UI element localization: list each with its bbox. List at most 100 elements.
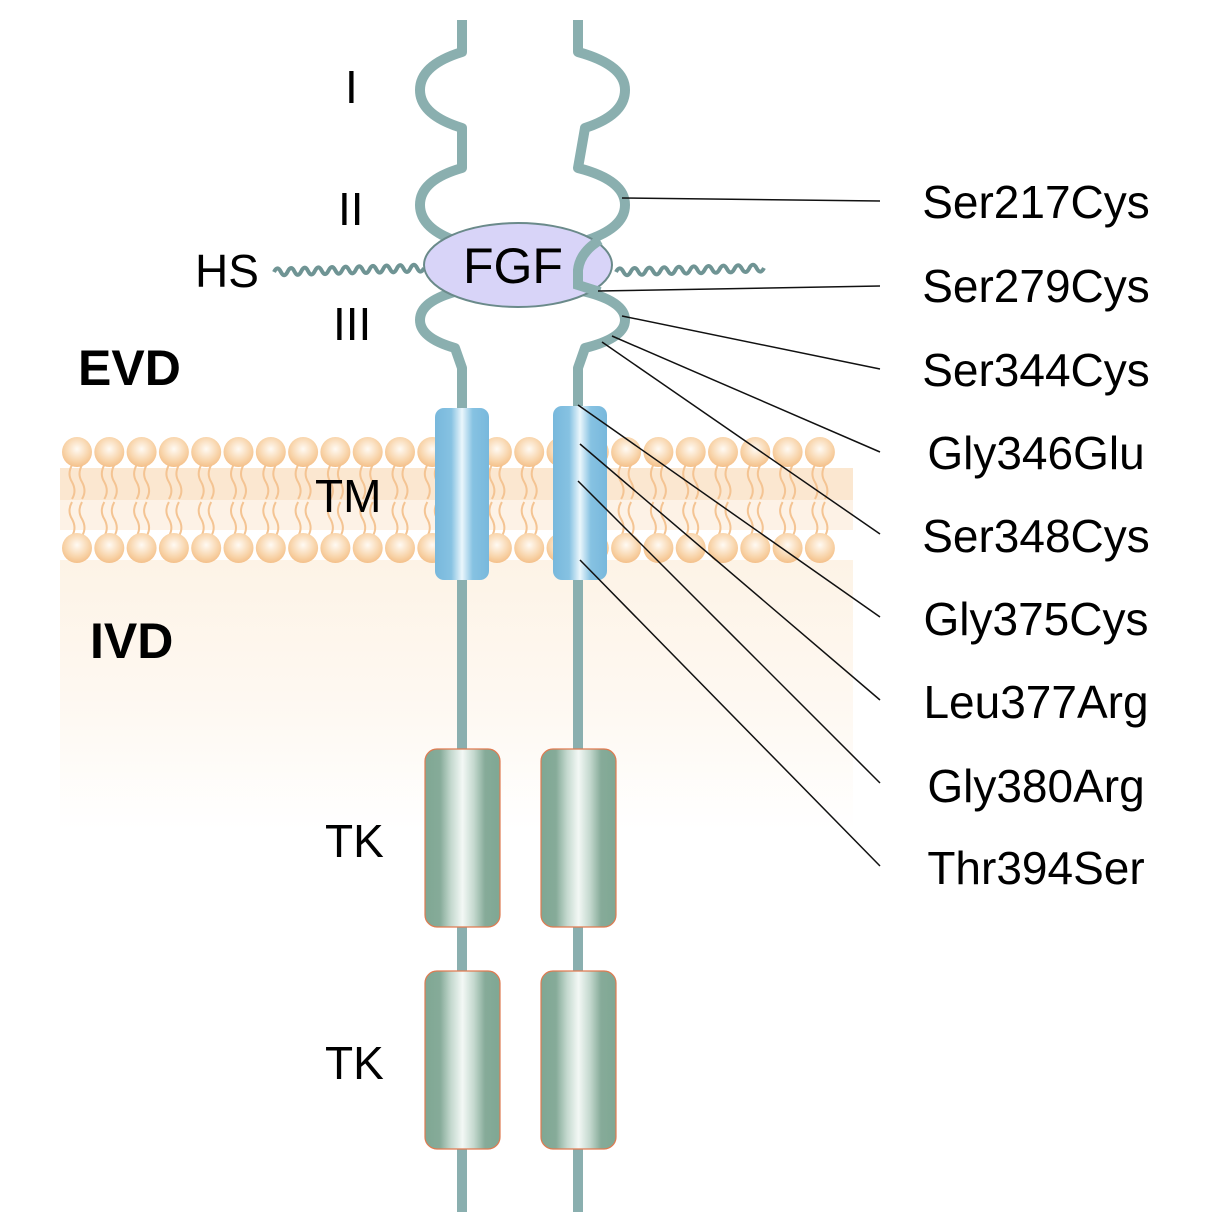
lipid-head (643, 437, 674, 467)
lipid-tail (294, 501, 302, 537)
lipid-tail (262, 501, 270, 537)
lipid-head (740, 533, 771, 563)
ig-domain-3-label: III (333, 298, 371, 350)
lipid-head (481, 437, 512, 467)
fgf-ligand (423, 222, 613, 308)
lipid-tail (110, 464, 118, 500)
mutation-leader-line (621, 197, 881, 202)
lipid-head (481, 533, 512, 563)
tk-label-2: TK (325, 1037, 384, 1089)
lipid-tail (714, 464, 722, 500)
lipid-tail (175, 501, 183, 537)
tk-domain-right-2 (540, 970, 617, 1150)
lipid-head (94, 533, 125, 563)
lipid-tail (359, 501, 367, 537)
lipid-tail (423, 464, 431, 500)
lipid-tail (682, 464, 690, 500)
lipid-head (191, 533, 222, 563)
lipid-tail (617, 501, 625, 537)
ig-domain-1-label: I (345, 61, 358, 113)
lipid-head (514, 437, 545, 467)
lipid-tail (336, 464, 344, 500)
lipid-tail (488, 464, 496, 500)
lipid-tail (821, 501, 829, 537)
tm-label: TM (315, 470, 381, 522)
lipid-tail (197, 501, 205, 537)
lipid-tail (498, 464, 506, 500)
lipid-tail (326, 464, 334, 500)
mutation-leader-line (579, 559, 881, 867)
lipid-tail (143, 501, 151, 537)
lipid-tail (110, 501, 118, 537)
lipid-tail (197, 464, 205, 500)
lipid-head (62, 437, 92, 467)
lipid-head (611, 533, 642, 563)
lipid-tail (746, 501, 754, 537)
lipid-tail (207, 501, 215, 537)
lipid-tail (369, 501, 377, 537)
mutation-label: Ser279Cys (922, 260, 1150, 312)
tk-domain-left-1 (424, 748, 501, 928)
lipid-tail (789, 501, 797, 537)
lipid-head (804, 533, 835, 563)
lipid-head (158, 533, 189, 563)
lipid-tail (240, 464, 247, 500)
lipid-head (385, 437, 415, 467)
lipid-tail (262, 464, 270, 500)
mutation-label: Thr394Ser (927, 842, 1144, 894)
lipid-head (514, 533, 545, 563)
lipid-tail (789, 464, 797, 500)
lipid-head (320, 437, 351, 467)
lipid-tail (304, 464, 312, 500)
lipid-head (804, 437, 835, 467)
lipid-tail (617, 464, 625, 500)
lipid-head (708, 437, 738, 467)
lipid-head (288, 533, 319, 563)
lipid-head (352, 533, 383, 563)
lipid-tail (649, 464, 657, 500)
lipid-tail (498, 501, 506, 537)
mutation-leader-line (597, 285, 881, 292)
lipid-tail (649, 501, 657, 537)
lipid-head (643, 533, 674, 563)
lipid-tail (272, 464, 280, 500)
lipid-head (255, 437, 286, 467)
mutation-label: Ser344Cys (922, 344, 1150, 396)
tk-label-1: TK (325, 815, 384, 867)
mutation-label: Gly380Arg (927, 760, 1144, 812)
lipid-tail (423, 501, 431, 537)
lipid-tail (133, 501, 141, 537)
lipid-tail (133, 464, 141, 500)
lipid-tail (530, 501, 538, 537)
lipid-tail (692, 464, 700, 500)
lipid-tail (391, 501, 399, 537)
lipid-tail (326, 501, 334, 537)
lipid-tail (78, 501, 86, 537)
tk-domain-right-1 (540, 748, 617, 928)
lipid-tail (143, 464, 151, 500)
mutation-label: Gly346Glu (927, 427, 1144, 479)
lipid-tail (756, 464, 764, 500)
lipid-head (675, 533, 706, 563)
mutation-leader-line (579, 443, 881, 701)
lipid-tail (724, 501, 732, 537)
lipid-tail (68, 464, 76, 500)
lipid-tail (692, 501, 700, 537)
mutation-leader-line (611, 335, 881, 453)
lipid-tail (369, 464, 377, 500)
lipid-tail (530, 464, 538, 500)
lipid-tail (724, 464, 732, 500)
tk-domain-left-2 (424, 970, 501, 1150)
hs-chain-right (614, 262, 766, 278)
lipid-tail (100, 501, 108, 537)
lipid-tail (359, 464, 367, 500)
mutation-leader-line (577, 480, 881, 784)
lipid-tail (294, 464, 302, 500)
fgf-label: FGF (463, 238, 563, 294)
lipid-tail (401, 464, 409, 500)
lipid-head (158, 437, 189, 467)
lipid-tail (304, 501, 312, 537)
receptor-chain-right-overlap (573, 235, 603, 297)
lipid-head (191, 437, 222, 467)
lipid-tail (401, 501, 409, 537)
